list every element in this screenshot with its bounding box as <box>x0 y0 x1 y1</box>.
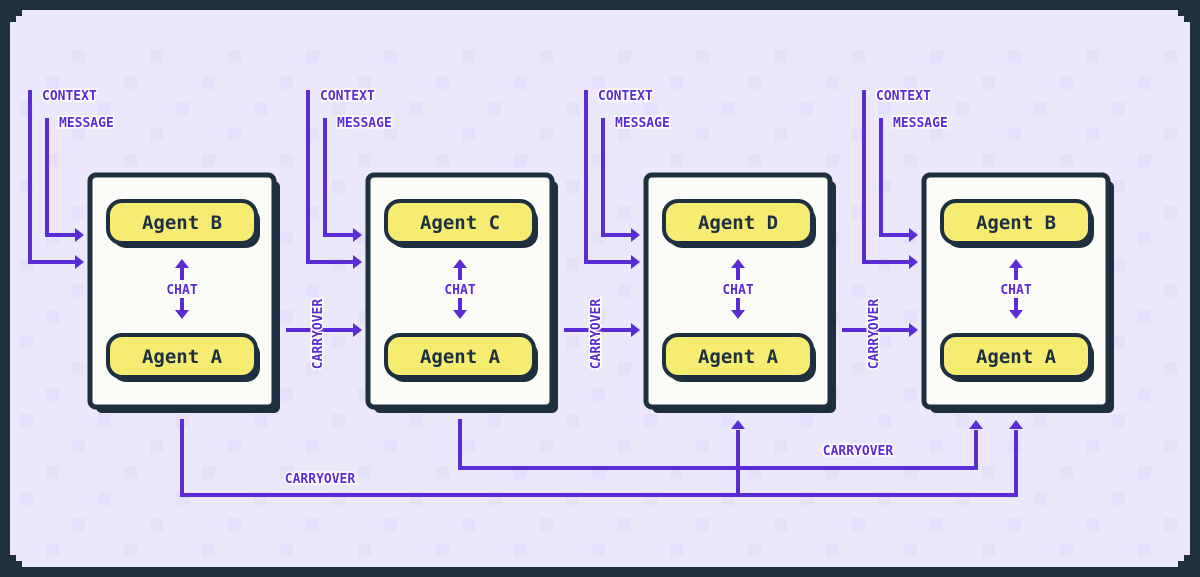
context-label: CONTEXT <box>320 89 375 104</box>
chat-group-1: CONTEXT MESSAGE Agent B Agent A CHAT <box>28 88 280 413</box>
agent-name: Agent A <box>698 346 779 368</box>
agent-name: Agent B <box>976 212 1056 234</box>
message-label: MESSAGE <box>59 116 114 131</box>
chat-group-4: CONTEXT MESSAGE Agent B Agent A CHAT <box>862 88 1114 413</box>
chat-group-3: CONTEXT MESSAGE Agent D Agent A CHAT <box>584 88 836 413</box>
chat-label: CHAT <box>444 283 475 298</box>
agent-name: Agent A <box>420 346 501 368</box>
agent-bottom-pill: Agent A <box>662 333 816 382</box>
chat-card: Agent B Agent A CHAT <box>87 172 280 413</box>
agent-bottom-pill: Agent A <box>384 333 538 382</box>
input-arrows: CONTEXT MESSAGE <box>28 88 115 269</box>
agent-top-pill: Agent B <box>940 199 1094 248</box>
agent-name: Agent B <box>142 212 222 234</box>
message-label: MESSAGE <box>615 116 670 131</box>
chat-card: Agent D Agent A CHAT <box>643 172 836 413</box>
chat-label: CHAT <box>166 283 197 298</box>
input-arrows: CONTEXT MESSAGE <box>862 88 949 269</box>
chat-label: CHAT <box>722 283 753 298</box>
carryover-label: CARRYOVER <box>311 299 326 370</box>
bottom-carryover: CARRYOVER CARRYOVER <box>180 419 1023 497</box>
input-arrows: CONTEXT MESSAGE <box>306 88 393 269</box>
agent-name: Agent A <box>976 346 1057 368</box>
agent-top-pill: Agent D <box>662 199 816 248</box>
context-label: CONTEXT <box>598 89 653 104</box>
message-label: MESSAGE <box>893 116 948 131</box>
agent-name: Agent A <box>142 346 223 368</box>
agent-top-pill: Agent C <box>384 199 538 248</box>
chat-link: CHAT <box>999 259 1033 319</box>
input-arrows: CONTEXT MESSAGE <box>584 88 671 269</box>
agent-bottom-pill: Agent A <box>106 333 260 382</box>
carryover-link-2: CARRYOVER <box>564 297 640 371</box>
agent-name: Agent D <box>698 212 778 234</box>
chat-group-2: CONTEXT MESSAGE Agent C Agent A CHAT <box>306 88 558 413</box>
message-label: MESSAGE <box>337 116 392 131</box>
carryover-label: CARRYOVER <box>589 299 604 370</box>
context-label: CONTEXT <box>876 89 931 104</box>
chat-link: CHAT <box>443 259 477 319</box>
chat-card: Agent B Agent A CHAT <box>921 172 1114 413</box>
carryover-bottom-outer-label: CARRYOVER <box>285 472 356 487</box>
carryover-bottom-inner-label: CARRYOVER <box>823 444 894 459</box>
agent-bottom-pill: Agent A <box>940 333 1094 382</box>
chat-card: Agent C Agent A CHAT <box>365 172 558 413</box>
carryover-link-3: CARRYOVER <box>842 297 918 371</box>
chat-link: CHAT <box>165 259 199 319</box>
chat-label: CHAT <box>1000 283 1031 298</box>
carryover-link-1: CARRYOVER <box>286 297 362 371</box>
chat-link: CHAT <box>721 259 755 319</box>
carryover-label: CARRYOVER <box>867 299 882 370</box>
agent-name: Agent C <box>420 212 500 234</box>
agent-top-pill: Agent B <box>106 199 260 248</box>
context-label: CONTEXT <box>42 89 97 104</box>
